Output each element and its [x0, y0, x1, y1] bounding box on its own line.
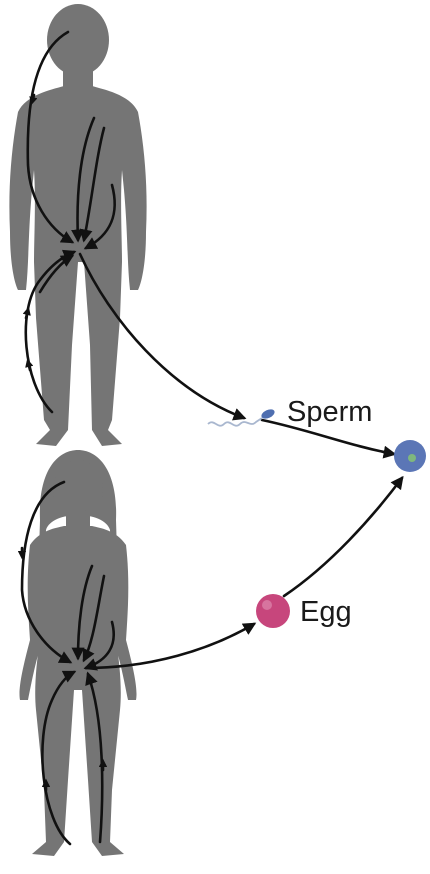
zygote-cell	[394, 440, 426, 472]
sperm-label: Sperm	[287, 398, 372, 427]
gamete-arrows	[80, 254, 402, 668]
arrow-egg-to-zygote	[284, 478, 402, 596]
egg-cell	[256, 594, 290, 628]
egg-label: Egg	[300, 598, 352, 627]
